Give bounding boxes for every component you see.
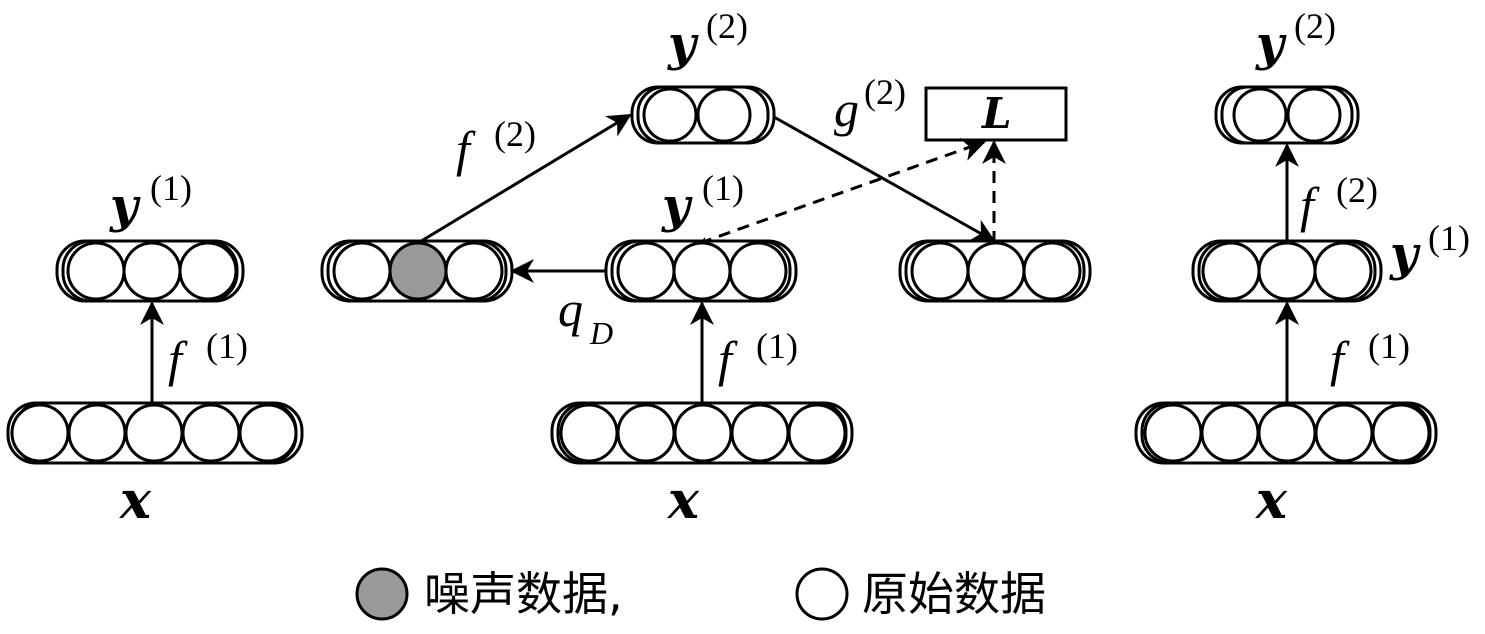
middle-hidden-node <box>728 241 788 301</box>
middle-x-label: x <box>667 470 700 531</box>
right-top-layer <box>1214 85 1360 145</box>
middle-input-layer <box>550 401 854 465</box>
left-input-node <box>238 403 298 463</box>
middle-input-node <box>559 403 619 463</box>
left-f1-label: f <box>168 331 188 387</box>
right-f1-label: f <box>1330 331 1350 387</box>
noise-node <box>388 241 448 301</box>
right-input-node <box>1257 403 1317 463</box>
left-f1-sup: (1) <box>206 326 248 366</box>
middle-input-node <box>616 403 676 463</box>
f2-sup: (2) <box>494 114 536 154</box>
right-y2-label: y <box>1255 16 1287 72</box>
middle-hidden-node <box>616 241 676 301</box>
legend-noise-label: 噪声数据, <box>424 567 623 621</box>
middle-y2-sup: (2) <box>706 6 748 46</box>
middle-input-node <box>787 403 847 463</box>
right-panel: y (2) f (2) y (1) f (1) x <box>1134 6 1470 531</box>
middle-f1-label: f <box>718 331 738 387</box>
middle-hidden-node <box>672 241 732 301</box>
middle-y1-label: y <box>661 178 693 234</box>
qd-subscript: D <box>589 315 613 351</box>
corrupted-node <box>444 241 504 301</box>
middle-top-layer <box>630 85 776 145</box>
loss-dashed-arrow-from-hidden <box>699 138 986 245</box>
left-input-node <box>181 403 241 463</box>
f2-label: f <box>456 121 476 177</box>
right-x-label: x <box>1255 470 1288 531</box>
corrupted-node <box>332 241 392 301</box>
left-input-node <box>67 403 127 463</box>
middle-input-node <box>730 403 790 463</box>
qd-label: q <box>558 281 583 337</box>
right-top-node <box>1286 87 1342 143</box>
corrupted-layer <box>320 239 514 303</box>
left-hidden-node <box>178 241 238 301</box>
left-input-node <box>10 403 70 463</box>
left-hidden-node <box>122 241 182 301</box>
right-input-layer <box>1134 401 1438 465</box>
middle-top-node <box>642 87 698 143</box>
f2-encode-arrow <box>417 113 632 245</box>
right-input-node <box>1200 403 1260 463</box>
loss-label: L <box>981 89 1012 138</box>
right-input-node <box>1314 403 1374 463</box>
reconstruction-layer <box>898 239 1092 303</box>
right-f2-label: f <box>1300 177 1320 233</box>
right-hidden-node <box>1313 241 1373 301</box>
legend-original-label: 原始数据 <box>862 567 1046 621</box>
right-input-node <box>1143 403 1203 463</box>
loss-box <box>924 86 1068 142</box>
left-input-node <box>124 403 184 463</box>
middle-hidden-layer <box>604 239 798 303</box>
middle-f1-sup: (1) <box>756 326 798 366</box>
right-input-node <box>1371 403 1431 463</box>
middle-input-node <box>673 403 733 463</box>
reconstruction-node <box>910 241 970 301</box>
legend-original-swatch <box>795 567 849 621</box>
left-x-label: x <box>119 470 152 531</box>
right-y2-sup: (2) <box>1294 6 1336 46</box>
middle-top-node <box>696 87 752 143</box>
reconstruction-node <box>1022 241 1082 301</box>
right-y1-sup: (1) <box>1428 218 1470 258</box>
right-y1-label: y <box>1389 226 1421 282</box>
legend-noise-swatch <box>355 567 409 621</box>
right-top-node <box>1232 87 1288 143</box>
left-hidden-node <box>66 241 126 301</box>
reconstruction-node <box>966 241 1026 301</box>
left-y1-sup: (1) <box>150 168 192 208</box>
middle-y1-sup: (1) <box>702 168 744 208</box>
right-hidden-node <box>1201 241 1261 301</box>
g2-sup: (2) <box>864 72 906 112</box>
legend: 噪声数据, 原始数据 <box>355 567 1046 621</box>
right-hidden-node <box>1257 241 1317 301</box>
left-panel: y (1) f (1) x <box>6 168 304 531</box>
right-f2-sup: (2) <box>1336 170 1378 210</box>
left-input-layer <box>6 401 304 465</box>
right-hidden-layer <box>1191 239 1383 303</box>
left-y1-label: y <box>109 178 141 234</box>
middle-panel: L y (2) y (1) f (2) g (2) q D f (1) x <box>320 6 1092 531</box>
right-f1-sup: (1) <box>1368 326 1410 366</box>
g2-label: g <box>834 81 859 137</box>
middle-y2-label: y <box>667 16 699 72</box>
left-hidden-layer <box>55 239 245 303</box>
